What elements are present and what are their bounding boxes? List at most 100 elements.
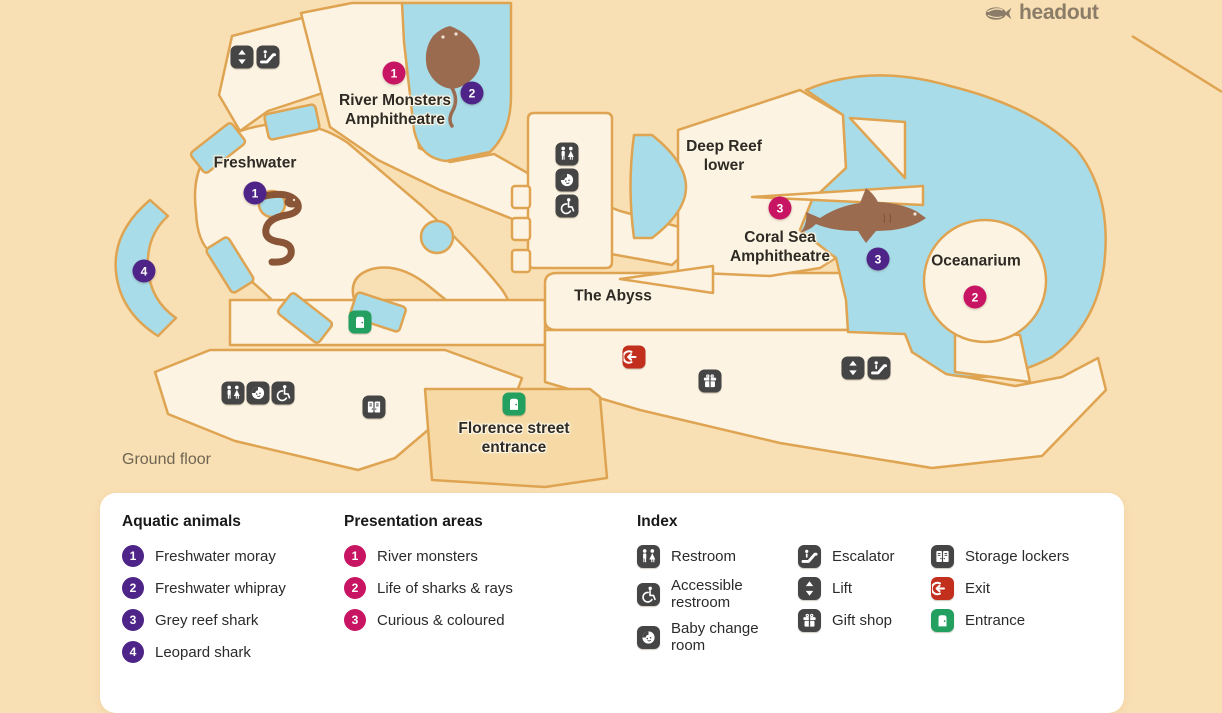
baby-change-icon xyxy=(637,625,660,649)
legend-panel: Aquatic animals 1 Freshwater moray 2 Freshw… xyxy=(100,493,1124,713)
legend-item-label: Grey reef shark xyxy=(155,611,259,629)
escalator-icon xyxy=(867,356,891,380)
tank-round xyxy=(419,219,455,255)
index-item-lift: Lift xyxy=(798,577,928,600)
presentation-items: 1 River monsters 2 Life of sharks & rays 3 Cu… xyxy=(344,545,513,631)
tank xyxy=(263,103,321,141)
walkway-wedge xyxy=(750,184,925,207)
map-shapes xyxy=(114,1,1222,489)
entrance-icon xyxy=(931,609,954,632)
tank-halfdome xyxy=(629,133,688,240)
region-tab xyxy=(510,248,532,274)
legend-item-label: Freshwater moray xyxy=(155,547,276,565)
legend-number-badge: 3 xyxy=(122,609,144,631)
legend-item-label: Life of sharks & rays xyxy=(377,579,513,597)
deco-line xyxy=(1131,34,1222,94)
headout-logo: headout xyxy=(984,1,1099,25)
legend-item-presentation-2: 2 Life of sharks & rays xyxy=(344,577,513,599)
region-oceanarium xyxy=(922,218,1048,344)
map-marker-aquatic-1: 1 xyxy=(243,181,267,205)
legend-item-aquatic-2: 2 Freshwater whipray xyxy=(122,577,286,599)
accessible-icon xyxy=(555,194,579,218)
legend-number-badge: 2 xyxy=(122,577,144,599)
coral-sea-wedge xyxy=(848,116,907,180)
map-marker-aquatic-4: 4 xyxy=(132,259,156,283)
storage-lockers-icon xyxy=(362,395,386,419)
escalator-icon xyxy=(256,45,280,69)
restroom-icon xyxy=(221,381,245,405)
tank xyxy=(189,122,247,174)
restroom-icon xyxy=(637,545,660,568)
index-item-label: Baby change room xyxy=(671,620,759,654)
accessible-icon xyxy=(637,582,660,606)
index-item-label: Storage lockers xyxy=(965,548,1070,565)
legend-item-label: Leopard shark xyxy=(155,643,251,661)
index-item-escalator: Escalator xyxy=(798,545,928,568)
index-item-label: Gift shop xyxy=(832,612,893,629)
legend-item-presentation-1: 1 River monsters xyxy=(344,545,513,567)
map-marker-aquatic-3: 3 xyxy=(866,247,890,271)
region-tab xyxy=(510,216,532,242)
aquatic-items: 1 Freshwater moray 2 Freshwater whipray 3 Gre… xyxy=(122,545,286,663)
legend-item-aquatic-1: 1 Freshwater moray xyxy=(122,545,286,567)
tank xyxy=(205,236,255,294)
restroom-icon xyxy=(555,142,579,166)
map-marker-presentation-2: 2 xyxy=(963,285,987,309)
legend-number-badge: 3 xyxy=(344,609,366,631)
tank xyxy=(276,292,334,344)
storage-lockers-icon xyxy=(931,545,954,568)
legend-presentation-areas: Presentation areas 1 River monsters 2 Life … xyxy=(344,513,513,631)
legend-number-badge: 1 xyxy=(344,545,366,567)
index-item-label: Restroom xyxy=(671,548,737,565)
index-item-label: Accessible restroom xyxy=(671,577,743,611)
index-item-label: Lift xyxy=(832,580,853,597)
index-item-accessible: Accessible restroom xyxy=(637,577,797,611)
moray-eel-illustration xyxy=(257,190,302,266)
legend-title-index: Index xyxy=(637,513,678,530)
legend-item-aquatic-3: 3 Grey reef shark xyxy=(122,609,286,631)
region-florence-forecourt xyxy=(423,387,609,489)
lift-icon xyxy=(841,356,865,380)
region-coral-arrow xyxy=(618,264,715,295)
map-marker-presentation-3: 3 xyxy=(768,196,792,220)
exit-icon xyxy=(622,345,646,369)
index-item-restroom: Restroom xyxy=(637,545,797,568)
legend-item-label: Freshwater whipray xyxy=(155,579,286,597)
map-marker-aquatic-2: 2 xyxy=(460,81,484,105)
index-item-label: Entrance xyxy=(965,612,1026,629)
legend-number-badge: 1 xyxy=(122,545,144,567)
entrance-icon xyxy=(348,310,372,334)
index-item-baby-change: Baby change room xyxy=(637,620,797,654)
accessible-icon xyxy=(271,381,295,405)
legend-number-badge: 4 xyxy=(122,641,144,663)
entrance-icon xyxy=(502,392,526,416)
legend-title-aquatic: Aquatic animals xyxy=(122,513,241,530)
legend-number-badge: 2 xyxy=(344,577,366,599)
index-item-storage-lockers: Storage lockers xyxy=(931,545,1121,568)
gift-shop-icon xyxy=(798,609,821,632)
index-item-gift-shop: Gift shop xyxy=(798,609,928,632)
tank xyxy=(349,291,407,333)
escalator-icon xyxy=(798,545,821,568)
index-item-entrance: Entrance xyxy=(931,609,1121,632)
baby-change-icon xyxy=(555,168,579,192)
legend-title-presentation: Presentation areas xyxy=(344,513,483,530)
gift-shop-icon xyxy=(698,369,722,393)
baby-change-icon xyxy=(246,381,270,405)
index-item-label: Exit xyxy=(965,580,991,597)
legend-item-label: Curious & coloured xyxy=(377,611,505,629)
legend-aquatic-animals: Aquatic animals 1 Freshwater moray 2 Freshw… xyxy=(122,513,286,663)
shark-illustration xyxy=(800,188,926,243)
index-item-exit: Exit xyxy=(931,577,1121,600)
region-tab xyxy=(510,184,532,210)
region-deep-reef xyxy=(676,88,848,278)
blimp-icon xyxy=(985,6,1012,20)
legend-item-label: River monsters xyxy=(377,547,478,565)
floor-label: Ground floor xyxy=(122,451,211,468)
legend-item-aquatic-4: 4 Leopard shark xyxy=(122,641,286,663)
